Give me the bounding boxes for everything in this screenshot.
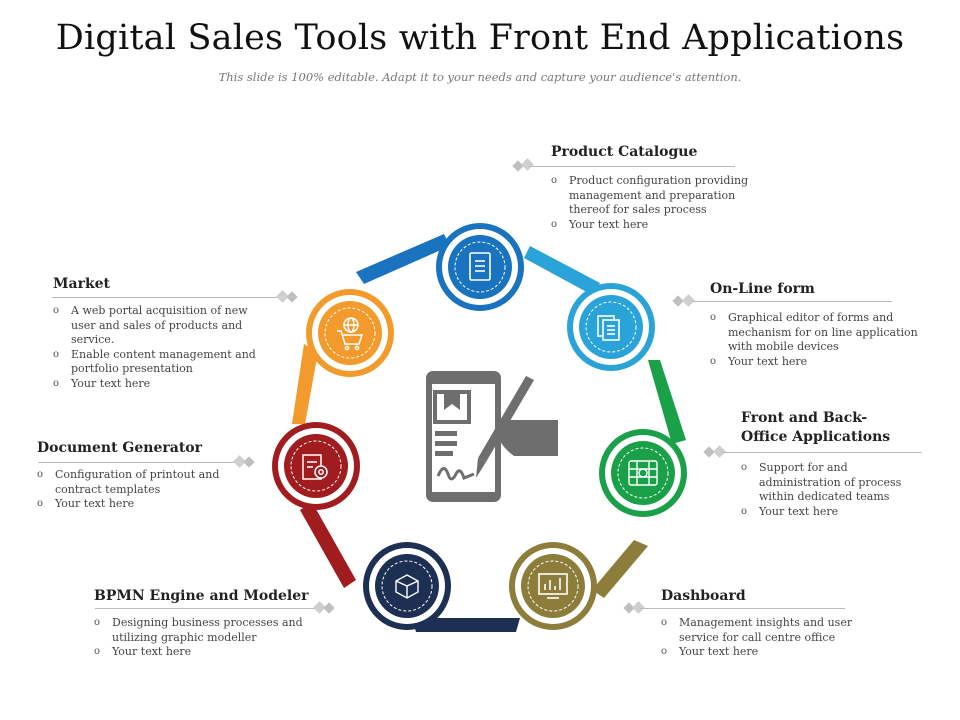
node-market (306, 289, 394, 377)
market-bullets: A web portal acquisition of new user and… (53, 304, 273, 391)
document-generator-rule (38, 462, 236, 463)
bpmn-heading: BPMN Engine and Modeler (94, 588, 309, 604)
band-olive (592, 540, 648, 598)
cube-network-icon (395, 574, 419, 599)
list-item: Your text here (53, 377, 273, 392)
band-red (300, 502, 356, 588)
list-item: Your text here (661, 645, 871, 660)
list-item: Your text here (37, 497, 237, 512)
band-cyan (524, 246, 600, 296)
market-block: Market A web portal acquisition of new u… (53, 275, 273, 391)
node-document-generator (272, 422, 360, 510)
globe-cart-icon (337, 317, 364, 351)
bpmn-bullets: Designing business processes and utilizi… (94, 616, 314, 660)
bpmn-block: BPMN Engine and Modeler Designing busine… (94, 587, 314, 660)
list-item: Configuration of printout and contract t… (37, 468, 237, 497)
list-item: Enable content management and portfolio … (53, 348, 273, 377)
document-generator-bullets: Configuration of printout and contract t… (37, 468, 237, 512)
market-heading: Market (53, 276, 111, 292)
band-green (648, 360, 686, 444)
front-back-office-bullets: Support for and administration of proces… (741, 461, 931, 519)
connector-bands (292, 234, 686, 632)
phone-signature-icon (426, 371, 558, 502)
front-back-rule (722, 452, 922, 453)
chart-monitor-icon (538, 573, 568, 599)
front-back-office-heading-line1: Front and Back- (741, 410, 868, 426)
market-rule (52, 297, 279, 298)
list-item: Support for and administration of proces… (741, 461, 931, 505)
list-item: Your text here (710, 355, 930, 370)
documents-stack-icon (597, 315, 620, 341)
online-form-rule (692, 301, 892, 302)
online-form-bullets: Graphical editor of forms and mechanism … (710, 311, 930, 369)
list-item: Management insights and user service for… (661, 616, 871, 645)
node-bpmn (363, 542, 451, 630)
node-dashboard (509, 542, 597, 630)
page-subtitle: This slide is 100% editable. Adapt it to… (218, 70, 742, 84)
product-catalogue-rule (530, 166, 735, 167)
list-item: A web portal acquisition of new user and… (53, 304, 273, 348)
list-item: Your text here (94, 645, 314, 660)
document-generator-block: Document Generator Configuration of prin… (37, 439, 237, 512)
document-generator-heading: Document Generator (37, 440, 202, 456)
dashboard-heading: Dashboard (661, 588, 746, 604)
front-back-office-block: Front and Back- Office Applications Supp… (741, 409, 931, 519)
band-navy (412, 618, 520, 632)
node-online-form (567, 283, 655, 371)
node-product-catalogue (436, 223, 524, 311)
front-back-office-heading: Front and Back- Office Applications (741, 409, 931, 447)
online-form-heading: On-Line form (710, 281, 815, 297)
list-item: Your text here (551, 218, 766, 233)
product-catalogue-block: Product Catalogue Product configuration … (551, 143, 766, 232)
network-grid-icon (628, 460, 658, 486)
document-gear-icon (302, 454, 328, 480)
dashboard-block: Dashboard Management insights and user s… (661, 587, 871, 660)
product-catalogue-bullets: Product configuration providing manageme… (551, 174, 766, 232)
list-item: Graphical editor of forms and mechanism … (710, 311, 930, 355)
band-blue (356, 234, 450, 284)
list-item: Your text here (741, 505, 931, 520)
product-catalogue-heading: Product Catalogue (551, 144, 698, 160)
front-back-office-heading-line2: Office Applications (741, 429, 891, 445)
page-title: Digital Sales Tools with Front End Appli… (55, 18, 905, 58)
band-orange (292, 344, 318, 424)
list-item: Designing business processes and utilizi… (94, 616, 314, 645)
dashboard-rule (640, 608, 845, 609)
online-form-block: On-Line form Graphical editor of forms a… (710, 280, 930, 369)
list-item: Product configuration providing manageme… (551, 174, 766, 218)
document-list-icon (469, 252, 491, 281)
node-front-back-office (599, 429, 687, 517)
bpmn-rule (95, 608, 315, 609)
dashboard-bullets: Management insights and user service for… (661, 616, 871, 660)
